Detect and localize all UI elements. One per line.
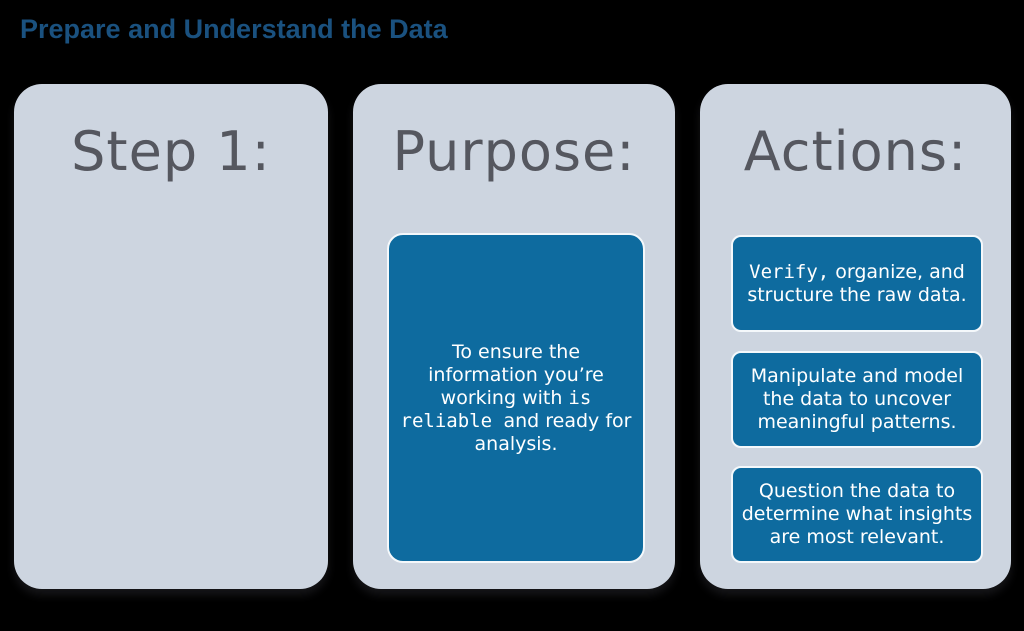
actions-heading: Actions: (743, 120, 968, 183)
purpose-box: To ensure the information you’re working… (387, 233, 645, 563)
action-text-manipulate: Manipulate and model the data to uncover… (750, 365, 964, 433)
step-heading: Step 1: (71, 120, 271, 183)
purpose-heading: Purpose: (392, 120, 636, 183)
action-box-verify: Verify, organize, and structure the raw … (731, 235, 983, 332)
action-box-question: Question the data to determine what insi… (731, 466, 983, 563)
actions-panel: Actions: Verify, organize, and structure… (700, 84, 1011, 589)
step-panel: Step 1: (14, 84, 328, 589)
purpose-panel: Purpose: To ensure the information you’r… (353, 84, 675, 589)
action-text-verify: Verify, organize, and structure the raw … (747, 260, 967, 306)
page-title: Prepare and Understand the Data (20, 14, 448, 44)
action-box-manipulate: Manipulate and model the data to uncover… (731, 351, 983, 448)
action-text-question: Question the data to determine what insi… (741, 480, 973, 548)
purpose-text: To ensure the information you’re working… (400, 340, 632, 455)
